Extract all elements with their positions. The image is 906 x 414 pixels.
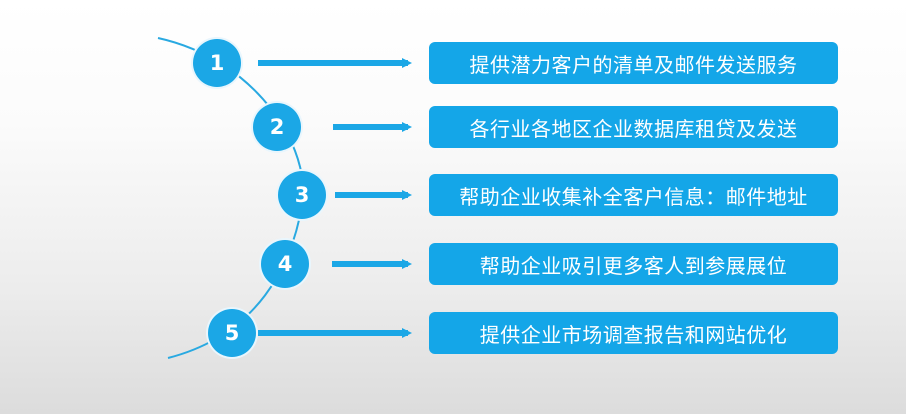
step-label-1: 提供潜力客户的清单及邮件发送服务 xyxy=(429,42,838,84)
step-label-2: 各行业各地区企业数据库租贷及发送 xyxy=(429,106,838,148)
step-number-5: 5 xyxy=(208,309,256,357)
step-label-5: 提供企业市场调查报告和网站优化 xyxy=(429,312,838,354)
step-label-3: 帮助企业收集补全客户信息：邮件地址 xyxy=(429,174,838,216)
step-number-3: 3 xyxy=(278,171,326,219)
step-number-4: 4 xyxy=(261,240,309,288)
step-number-1: 1 xyxy=(193,39,241,87)
step-label-4: 帮助企业吸引更多客人到参展展位 xyxy=(429,243,838,285)
step-number-2: 2 xyxy=(253,103,301,151)
